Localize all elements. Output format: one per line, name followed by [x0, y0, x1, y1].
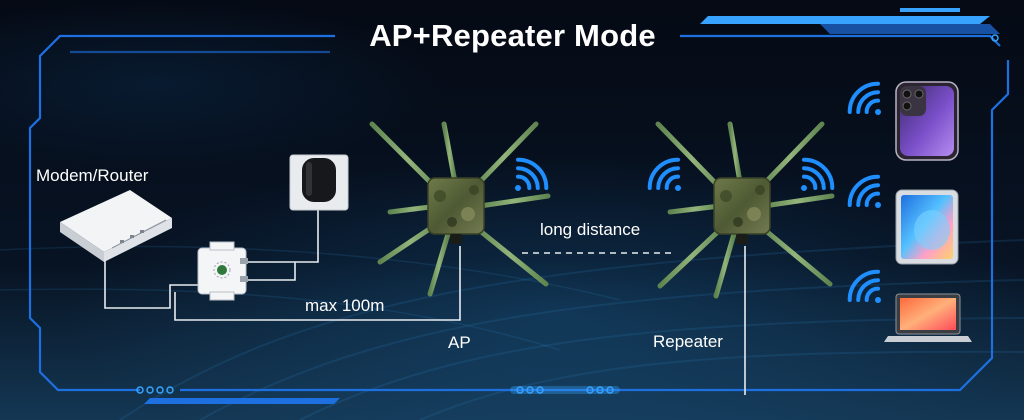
frame-glow-segment	[510, 386, 620, 394]
cable-poe-to-ap	[174, 246, 461, 321]
modem-router	[60, 190, 172, 262]
modem-router-label: Modem/Router	[36, 166, 149, 185]
repeater-label: Repeater	[653, 332, 723, 351]
cable-poe-out	[245, 262, 296, 281]
ap-device	[427, 177, 485, 244]
repeater-device	[713, 177, 771, 244]
wifi-signal-icon-laptop	[847, 269, 881, 303]
cable-poe-to-power	[245, 208, 319, 263]
cable-router-to-poe	[104, 258, 205, 309]
smartphone-icon	[895, 81, 959, 161]
wifi-signal-icon-tablet	[847, 174, 881, 208]
frame-border	[28, 34, 1010, 392]
wifi-signal-icon-phone	[847, 81, 881, 115]
poe-injector-icon	[197, 241, 248, 301]
floor-glow	[0, 260, 1024, 420]
long-distance-label: long distance	[540, 220, 641, 239]
ap-label: AP	[448, 333, 471, 352]
wifi-signal-icon-ap	[515, 157, 549, 191]
frame-accents	[144, 8, 1000, 404]
frame-dot-accents	[136, 34, 999, 394]
page-title: AP+Repeater Mode	[369, 18, 656, 53]
laptop-icon	[884, 293, 972, 342]
tablet-icon	[895, 189, 959, 265]
max-distance-label: max 100m	[305, 296, 385, 315]
wifi-signal-icon-repeater-left	[647, 157, 681, 191]
cables	[104, 208, 746, 395]
power-adapter-icon	[289, 154, 349, 211]
wifi-signal-icon-repeater-right	[801, 157, 835, 191]
